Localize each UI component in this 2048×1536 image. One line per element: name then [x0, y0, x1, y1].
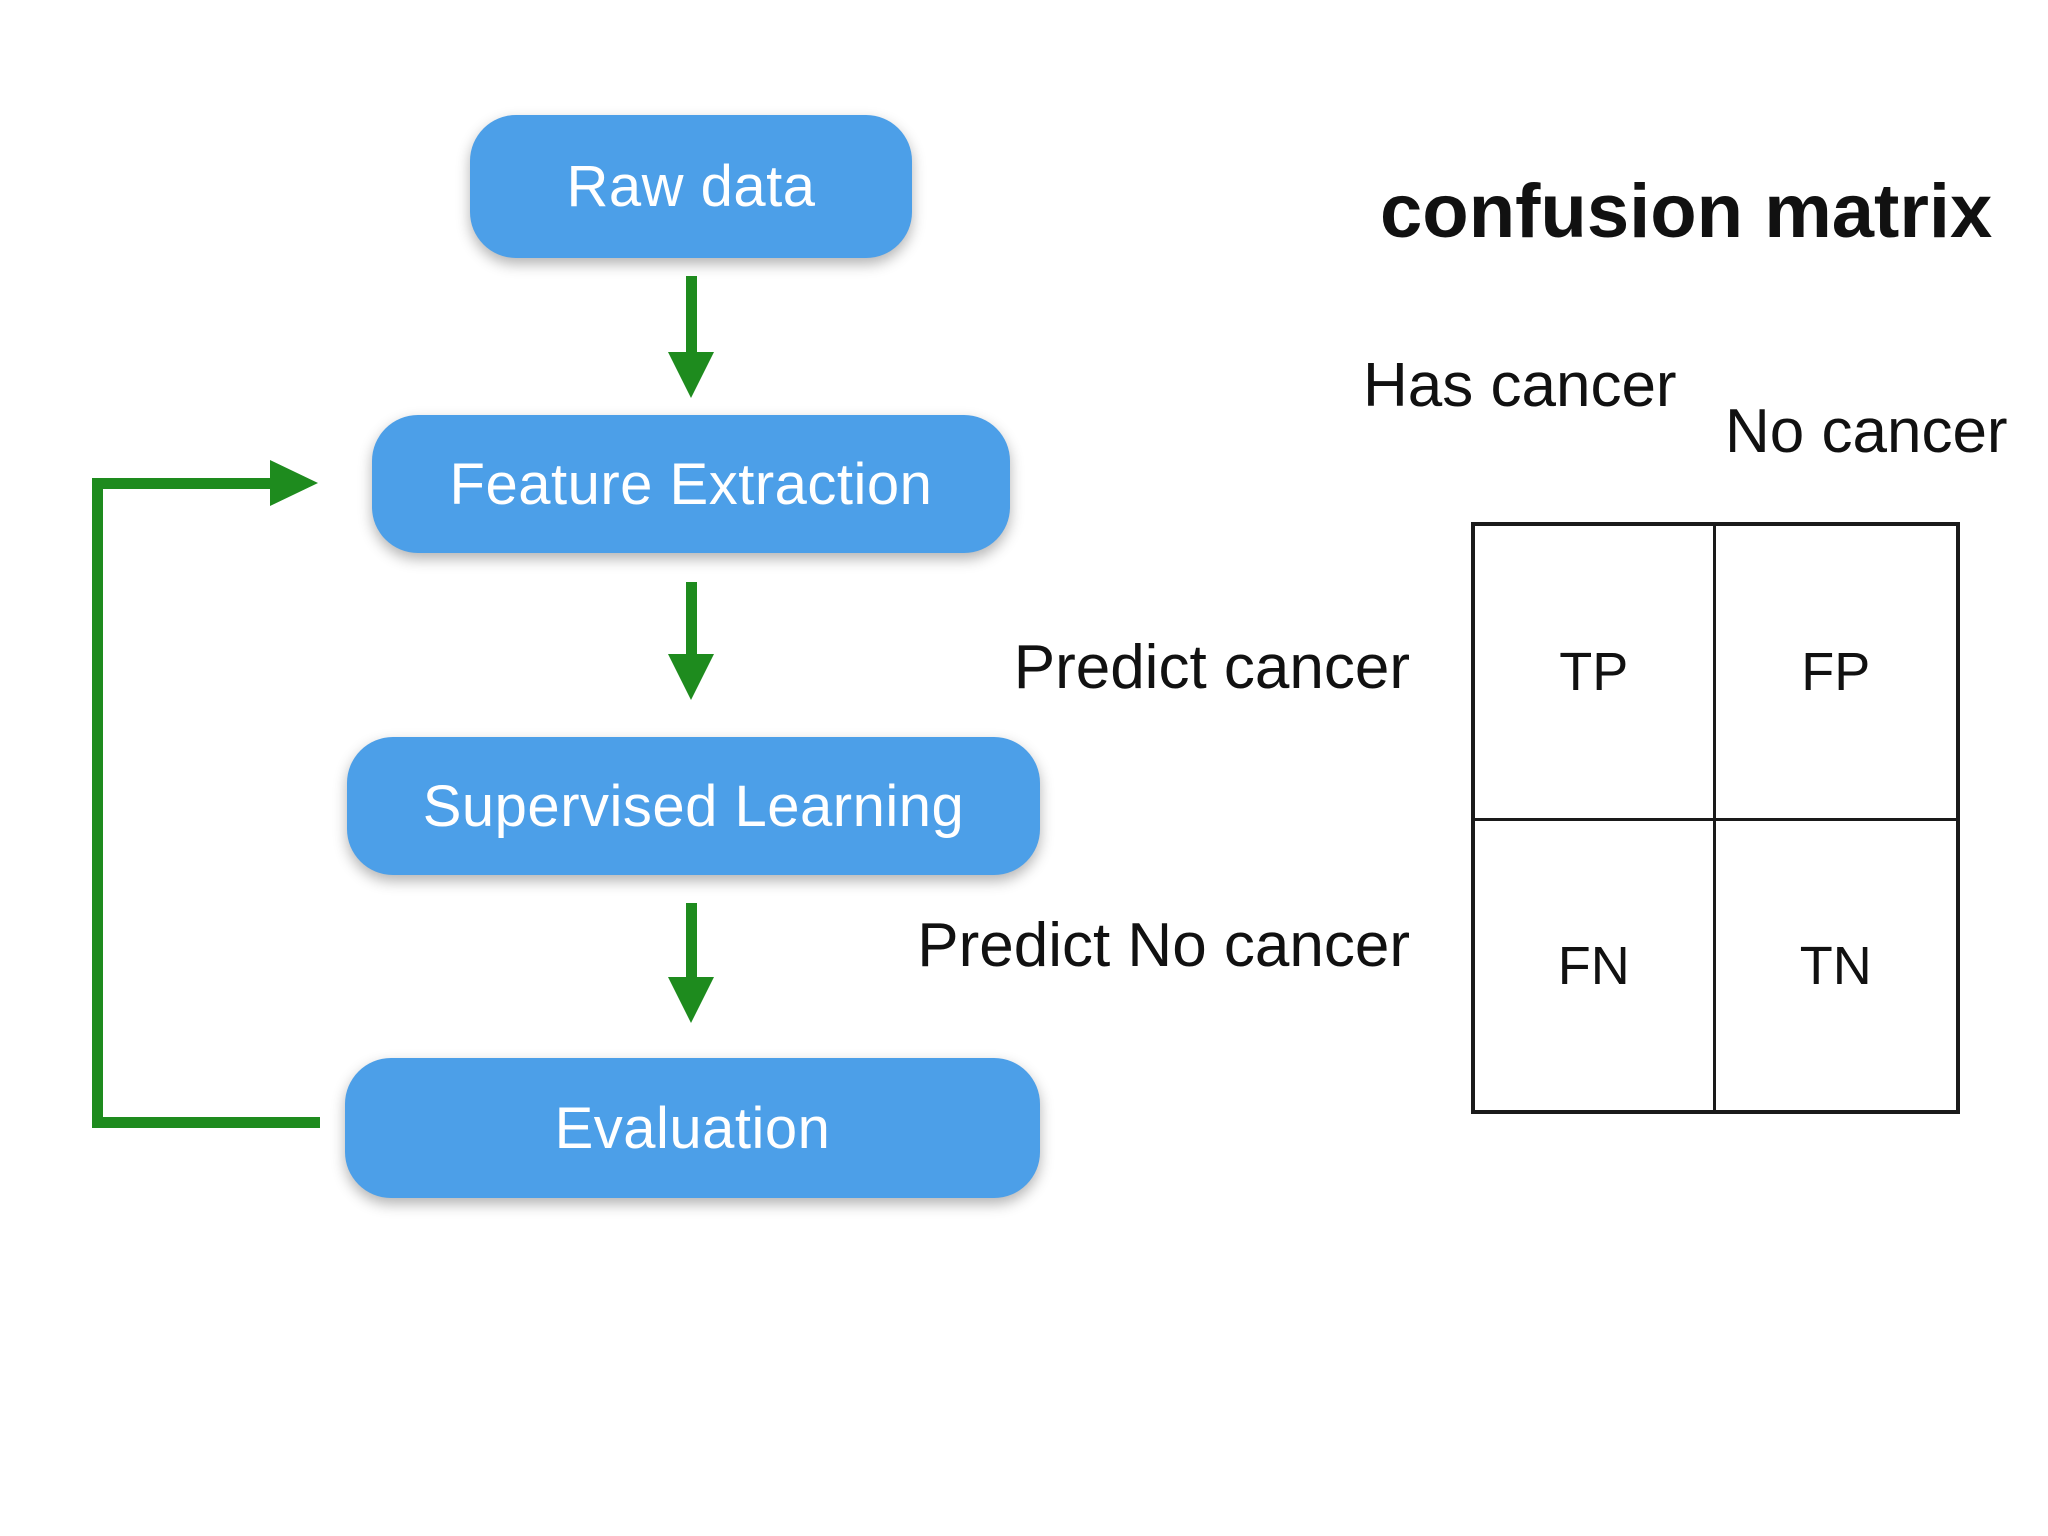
- arrow-down-icon: [686, 582, 697, 658]
- row-header-predict-no-cancer: Predict No cancer: [917, 911, 1410, 980]
- confusion-matrix-title: confusion matrix: [1380, 169, 1993, 254]
- confusion-matrix-table: TP FP FN TN: [1471, 522, 1960, 1114]
- arrow-down-head-icon: [668, 654, 714, 700]
- flowchart-node-supervised-learning: Supervised Learning: [347, 737, 1040, 875]
- row-header-predict-cancer: Predict cancer: [1013, 633, 1410, 702]
- column-header-no-cancer: No cancer: [1725, 397, 2008, 466]
- column-header-has-cancer: Has cancer: [1363, 351, 1677, 420]
- flowchart-node-raw-data: Raw data: [470, 115, 912, 258]
- flowchart-node-label: Raw data: [566, 154, 816, 219]
- matrix-cell-fp: FP: [1801, 642, 1871, 702]
- matrix-cell-fn: FN: [1475, 818, 1716, 1110]
- feedback-arrow-vertical-segment: [92, 478, 103, 1128]
- flowchart-node-evaluation: Evaluation: [345, 1058, 1040, 1198]
- arrow-down-icon: [686, 903, 697, 981]
- arrow-down-head-icon: [668, 352, 714, 398]
- feedback-arrow-bottom-segment: [92, 1117, 320, 1128]
- arrow-down-icon: [686, 276, 697, 356]
- arrow-down-head-icon: [668, 977, 714, 1023]
- flowchart-node-label: Feature Extraction: [449, 451, 933, 517]
- matrix-cell-tn: TN: [1715, 818, 1956, 1110]
- flowchart-node-feature-extraction: Feature Extraction: [372, 415, 1010, 553]
- feedback-arrow-top-segment: [92, 478, 270, 489]
- flowchart-node-label: Evaluation: [554, 1095, 831, 1161]
- flowchart-node-label: Supervised Learning: [422, 773, 965, 839]
- feedback-arrow-head-icon: [270, 460, 318, 506]
- matrix-cell-tp: TP: [1475, 526, 1716, 818]
